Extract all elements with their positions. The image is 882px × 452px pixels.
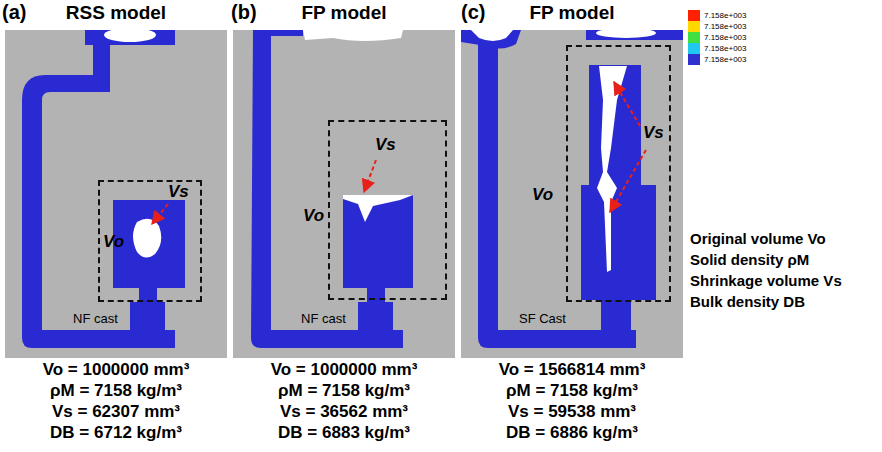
mold-panel: VoVs(c)FP modelSF Cast <box>461 30 683 358</box>
value-line: Vo = 1566814 mm³ <box>499 360 646 380</box>
volume-symbol: Vs <box>375 135 396 155</box>
panel-title: RSS model <box>5 2 227 24</box>
volume-symbol: Vo <box>532 185 553 205</box>
colorbar-value: 7.158e+003 <box>704 54 747 65</box>
value-line: Vs = 62307 mm³ <box>52 402 180 422</box>
mold-panel: VoVs(a)RSS modelNF cast <box>5 30 227 358</box>
value-line: ρM = 7158 kg/m³ <box>50 381 182 401</box>
cast-type: SF Cast <box>519 312 566 327</box>
colorbar-value: 7.158e+003 <box>704 10 747 21</box>
colorbar-value: 7.158e+003 <box>704 21 747 32</box>
colorbar-swatch <box>688 21 700 32</box>
volume-symbol: Vs <box>168 182 189 202</box>
cast-type: NF cast <box>301 312 346 327</box>
value-line: ρM = 7158 kg/m³ <box>278 381 410 401</box>
panel-letter: (c) <box>461 1 485 24</box>
mold-a <box>5 28 227 358</box>
value-line: DB = 6712 kg/m³ <box>50 423 182 443</box>
panel-title: FP model <box>233 2 455 24</box>
mold-c <box>461 28 683 358</box>
cast-type: NF cast <box>73 312 118 327</box>
colorbar-value: 7.158e+003 <box>704 43 747 54</box>
volume-symbol: Vs <box>643 123 664 143</box>
leader-arrow <box>152 82 646 224</box>
value-line: Vo = 1000000 mm³ <box>43 360 190 380</box>
symbol-key: Bulk density DB <box>690 293 805 310</box>
panel-letter: (a) <box>2 1 26 24</box>
panel-letter: (b) <box>231 1 257 24</box>
colorbar-value: 7.158e+003 <box>704 32 747 43</box>
value-line: Vo = 1000000 mm³ <box>271 360 418 380</box>
colorbar-swatch <box>688 32 700 43</box>
symbol-key: Solid density ρM <box>690 251 809 268</box>
mold-panel: VoVs(b)FP modelNF cast <box>233 30 455 358</box>
volume-symbol: Vo <box>303 206 324 226</box>
value-line: DB = 6883 kg/m³ <box>278 423 410 443</box>
colorbar-swatch <box>688 10 700 21</box>
volume-box: Vo Vs <box>98 180 202 302</box>
symbol-key: Original volume Vo <box>690 230 826 247</box>
mold-b <box>233 30 455 358</box>
volume-symbol: Vo <box>103 232 124 252</box>
panel-title: FP model <box>461 2 683 24</box>
value-line: ρM = 7158 kg/m³ <box>506 381 638 401</box>
value-line: DB = 6886 kg/m³ <box>506 423 638 443</box>
volume-box: VoVs <box>328 120 447 300</box>
value-line: Vs = 36562 mm³ <box>280 402 408 422</box>
value-line: Vs = 59538 mm³ <box>508 402 636 422</box>
volume-box: VoVs <box>566 45 671 302</box>
colorbar-swatch <box>688 43 700 54</box>
colorbar-swatch <box>688 54 700 65</box>
symbol-key: Shrinkage volume Vs <box>690 272 842 289</box>
